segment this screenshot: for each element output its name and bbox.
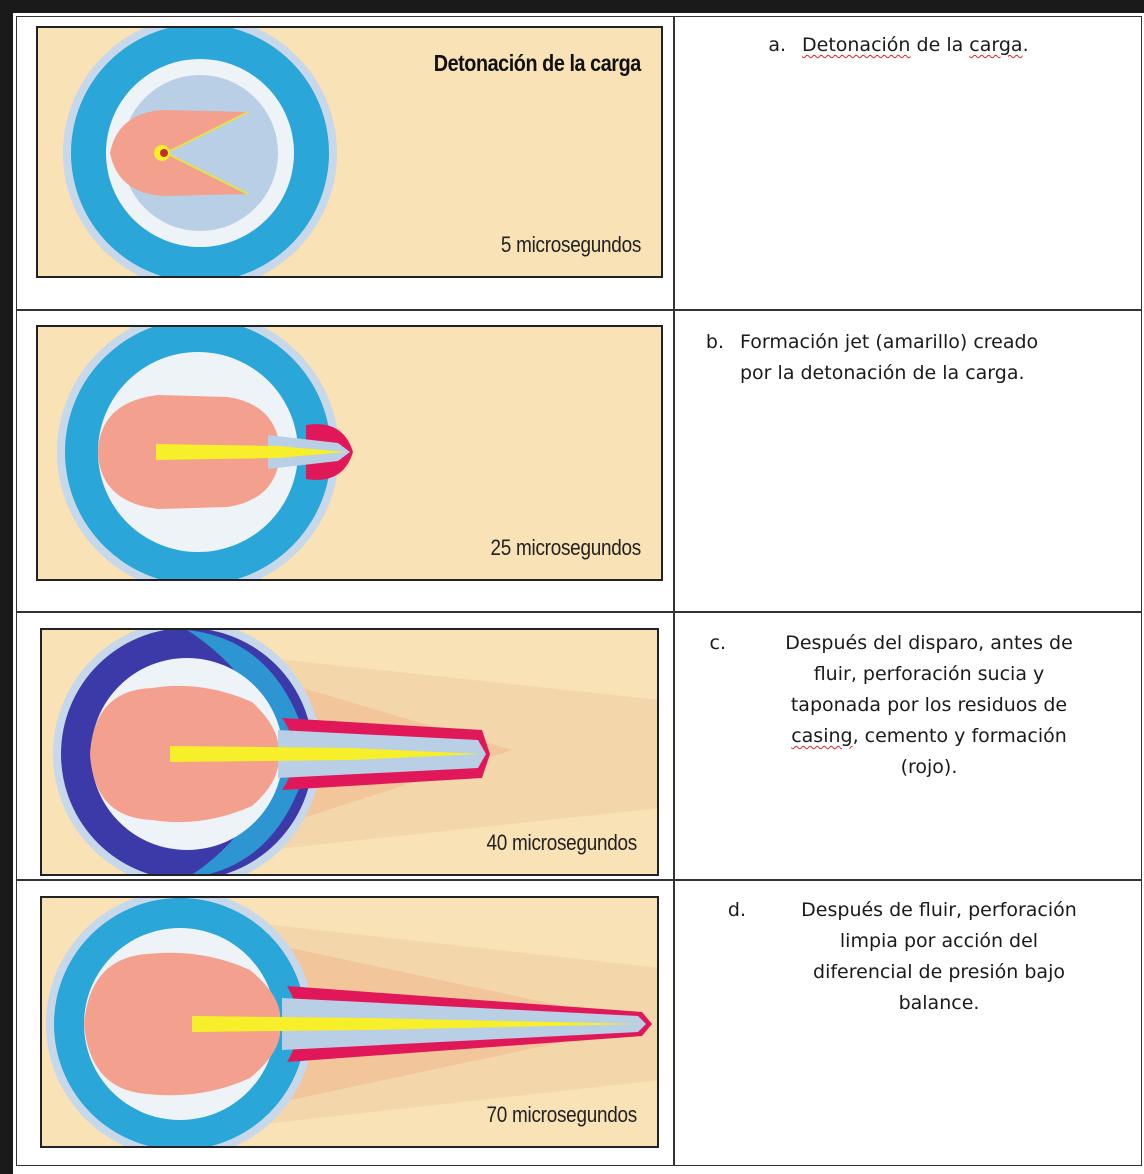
item-text: Después de fluir, perforación limpia por… — [762, 895, 1122, 1019]
time-label: 40 microsegundos — [487, 830, 637, 856]
description-a: a. Detonación de la carga. — [660, 30, 1122, 61]
panel-clean-perforation: 70 microsegundos — [40, 896, 659, 1148]
row-divider — [17, 611, 1141, 613]
description-d: d. Después de fluir, perforación limpia … — [660, 895, 1122, 1019]
time-label: 70 microsegundos — [487, 1102, 637, 1128]
description-c: c. Después del disparo, antes de fluir, … — [660, 628, 1122, 783]
time-label: 25 microsegundos — [491, 535, 641, 561]
panel-dirty-perforation: 40 microsegundos — [40, 628, 659, 876]
item-text: Formación jet (amarillo) creado por la d… — [740, 327, 1122, 389]
panel-title: Detonación de la carga — [434, 50, 641, 77]
panel-jet-formation: 25 microsegundos — [36, 325, 663, 581]
item-letter: b. — [660, 327, 740, 389]
item-letter: a. — [660, 30, 802, 61]
description-b: b. Formación jet (amarillo) creado por l… — [660, 327, 1122, 389]
item-text: Detonación de la carga. — [802, 30, 1122, 61]
item-text: Después del disparo, antes de fluir, per… — [742, 628, 1122, 783]
row-divider — [17, 879, 1141, 881]
time-label: 5 microsegundos — [501, 232, 641, 258]
item-letter: c. — [660, 628, 742, 783]
row-divider — [17, 309, 1141, 311]
item-letter: d. — [660, 895, 762, 1019]
panel-detonation: Detonación de la carga 5 microsegundos — [36, 26, 663, 278]
